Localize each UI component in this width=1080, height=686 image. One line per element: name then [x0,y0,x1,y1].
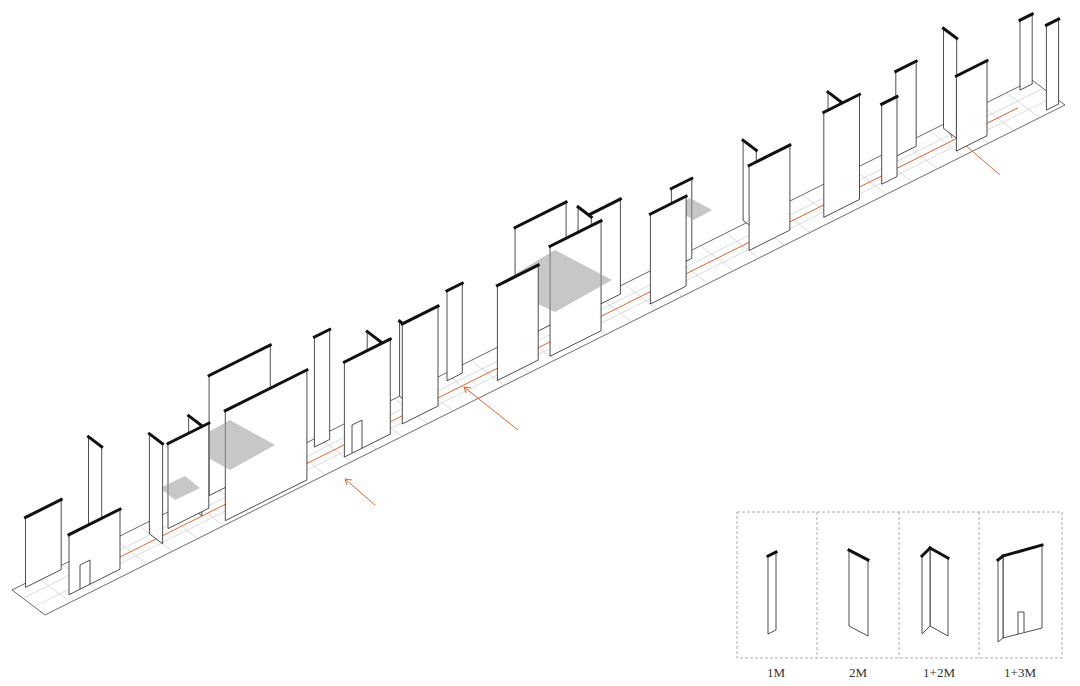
legend-label: 1+3M [1004,666,1036,679]
wall-panels [26,14,1059,595]
door-opening [80,560,90,589]
legend-label: 1+2M [923,666,955,679]
legend-label: 1M [767,666,785,679]
canopy [160,476,200,500]
legend-label: 2M [849,666,867,679]
legend-panel [737,512,1062,658]
floor-grid [12,80,1065,615]
door-opening [352,420,362,453]
